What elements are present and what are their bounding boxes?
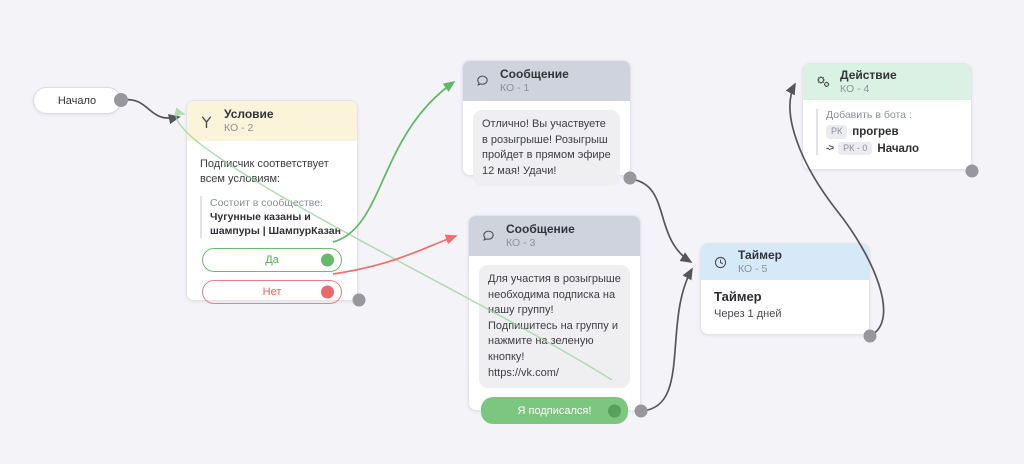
tag-badge: РК - 0 bbox=[838, 141, 873, 156]
node-message-ko3[interactable]: Сообщение КО - 3 Для участия в розыгрыше… bbox=[468, 215, 641, 425]
message1-header[interactable]: Сообщение КО - 1 bbox=[463, 61, 630, 101]
message3-bubble-line3: https://vk.com/ bbox=[488, 366, 559, 379]
node-action-ko4[interactable]: Действие КО - 4 Добавить в бота : РК про… bbox=[802, 63, 972, 170]
action-tag-row-1: РК прогрев bbox=[826, 125, 958, 139]
yes-output-port[interactable] bbox=[321, 253, 334, 267]
condition-detail-label: Состоит в сообществе: bbox=[210, 196, 323, 209]
subscribe-button[interactable]: Я подписался! bbox=[481, 397, 628, 425]
condition-intro-text: Подписчик соответствует всем условиям: bbox=[200, 158, 329, 186]
edge-timer-to-action[interactable] bbox=[785, 82, 885, 337]
edge-no-to-message3[interactable] bbox=[332, 234, 458, 275]
message3-header[interactable]: Сообщение КО - 3 bbox=[469, 216, 640, 256]
condition-detail-value: Чугунные казаны и шампуры | ШампурКазан bbox=[210, 210, 341, 238]
chat-bubble-icon bbox=[475, 73, 491, 89]
action-detail-block: Добавить в бота : РК прогрев -> РК - 0 Н… bbox=[816, 109, 958, 156]
edge-subscribe-to-condition[interactable] bbox=[174, 107, 613, 381]
edge-start-to-condition[interactable] bbox=[120, 98, 181, 125]
condition-no-button[interactable]: Нет bbox=[202, 280, 342, 305]
chat-bubble-icon bbox=[481, 228, 497, 244]
timer-title: Таймер bbox=[738, 248, 782, 263]
condition-yes-button[interactable]: Да bbox=[202, 248, 342, 273]
action-id: КО - 4 bbox=[840, 83, 870, 96]
node-message-ko1[interactable]: Сообщение КО - 1 Отлично! Вы участвуете … bbox=[462, 60, 631, 187]
yes-label: Да bbox=[265, 254, 279, 267]
message1-id: КО - 1 bbox=[500, 82, 530, 95]
edge-message3-to-timer[interactable] bbox=[640, 267, 693, 412]
timer-body-title: Таймер bbox=[714, 289, 762, 304]
message3-bubble-line1: Для участия в розыгрыше необходима подпи… bbox=[488, 273, 621, 317]
clock-icon bbox=[713, 254, 729, 270]
branch-icon bbox=[199, 113, 215, 129]
condition-id: КО - 2 bbox=[224, 122, 254, 135]
node-condition-ko2[interactable]: Условие КО - 2 Подписчик соответствует в… bbox=[186, 100, 358, 305]
gears-icon bbox=[815, 74, 831, 90]
action-output-port[interactable] bbox=[965, 164, 979, 178]
edge-message1-to-timer[interactable] bbox=[629, 178, 693, 263]
timer-id: КО - 5 bbox=[738, 263, 768, 276]
message3-title: Сообщение bbox=[506, 222, 575, 237]
message1-title: Сообщение bbox=[500, 67, 569, 82]
no-label: Нет bbox=[262, 286, 282, 299]
subscribe-button-label: Я подписался! bbox=[517, 404, 592, 417]
node-start[interactable]: Начало bbox=[33, 87, 121, 114]
condition-header[interactable]: Условие КО - 2 bbox=[187, 101, 357, 141]
tag-value: прогрев bbox=[852, 125, 899, 138]
condition-detail-block: Состоит в сообществе: Чугунные казаны и … bbox=[200, 195, 344, 239]
arrow-icon: -> bbox=[826, 143, 834, 155]
tag-badge: РК bbox=[826, 125, 848, 139]
message1-bubble: Отлично! Вы участвуете в розыгрыше! Розы… bbox=[473, 110, 620, 187]
condition-title: Условие bbox=[224, 107, 274, 122]
start-label: Начало bbox=[57, 94, 97, 107]
edge-yes-to-message1[interactable] bbox=[332, 81, 456, 243]
action-body-label: Добавить в бота : bbox=[826, 109, 912, 121]
message3-id: КО - 3 bbox=[506, 237, 536, 250]
action-title: Действие bbox=[840, 68, 897, 83]
subscribe-output-port[interactable] bbox=[608, 404, 621, 418]
message3-bubble: Для участия в розыгрыше необходима подпи… bbox=[479, 265, 630, 389]
timer-body-text: Через 1 дней bbox=[714, 308, 782, 320]
node-timer-ko5[interactable]: Таймер КО - 5 Таймер Через 1 дней bbox=[700, 243, 870, 335]
action-header[interactable]: Действие КО - 4 bbox=[803, 64, 971, 100]
timer-header[interactable]: Таймер КО - 5 bbox=[701, 244, 869, 280]
tag-value: Начало bbox=[877, 142, 920, 155]
action-tag-row-2: -> РК - 0 Начало bbox=[826, 141, 958, 156]
message3-bubble-line2: Подпишитесь на группу и нажмите на зелен… bbox=[488, 319, 618, 364]
no-output-port[interactable] bbox=[321, 285, 334, 299]
